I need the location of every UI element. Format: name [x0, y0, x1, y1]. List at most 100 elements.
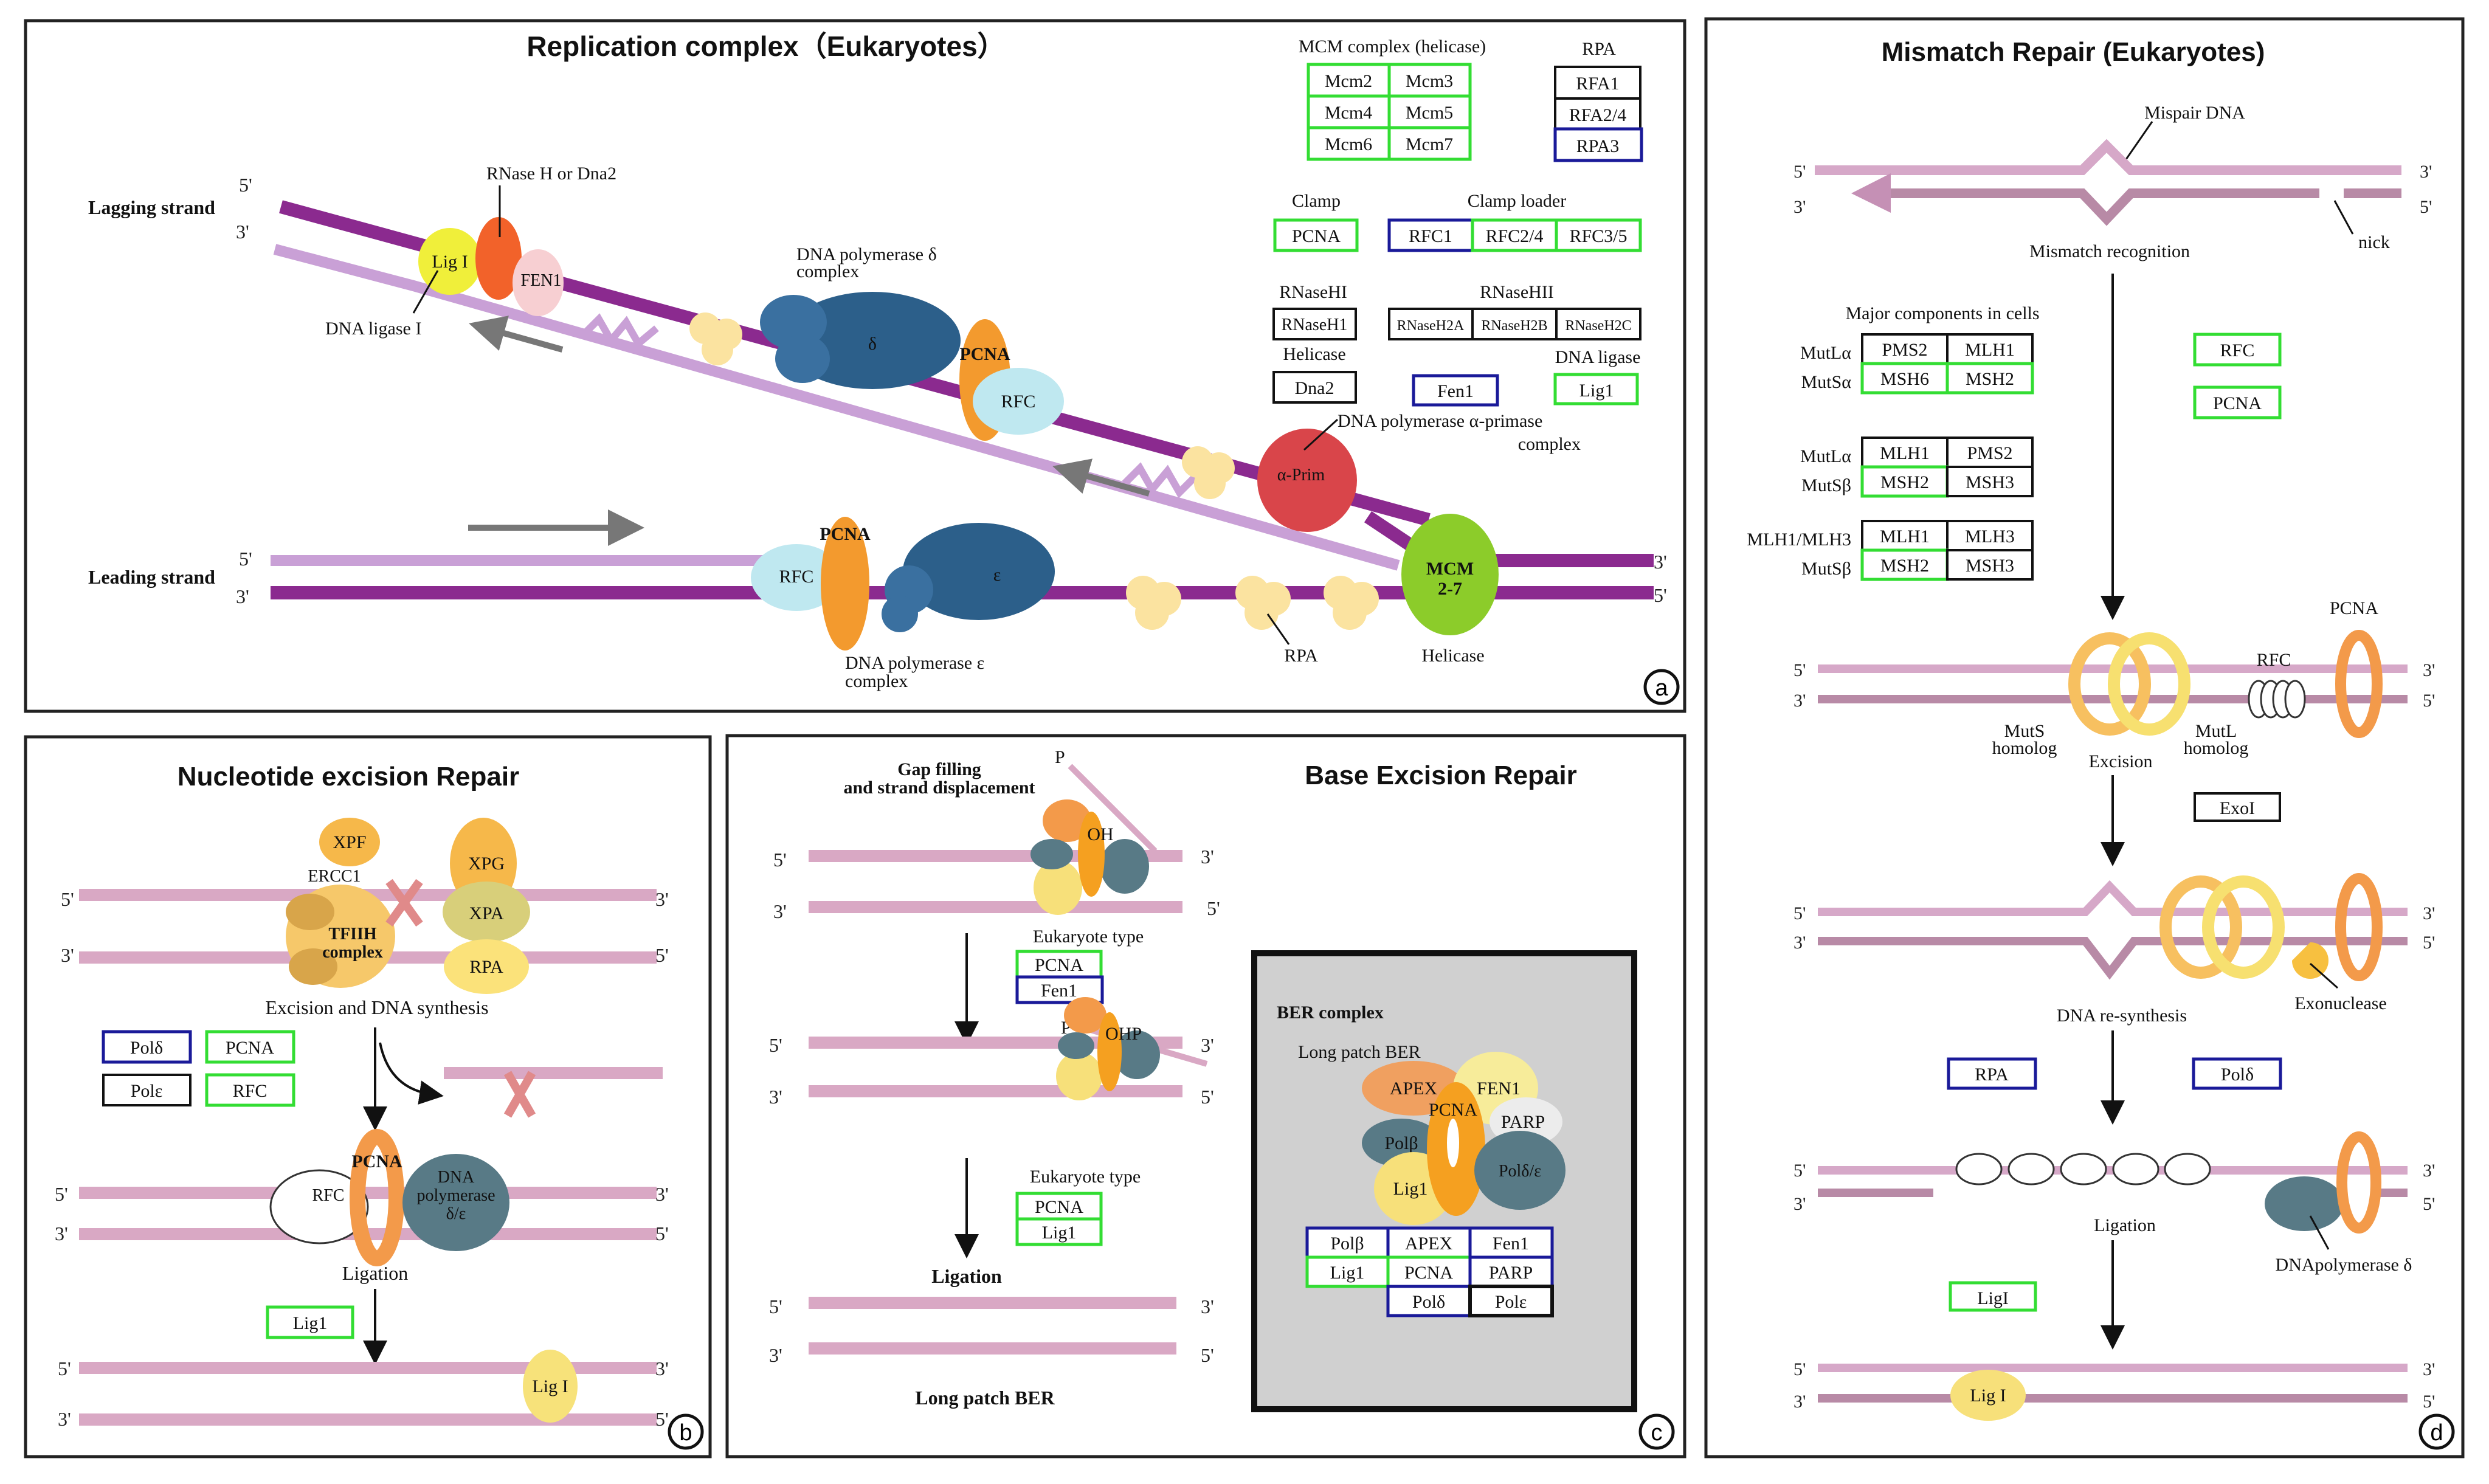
legend-cell: Mcm6 — [1325, 134, 1372, 154]
ber-table-cell: Lig1 — [1330, 1263, 1365, 1283]
rfc-protein — [2248, 680, 2306, 719]
protein-box — [2192, 1057, 2282, 1090]
pol-epsilon-protein — [903, 523, 1055, 620]
legend-title: Clamp — [1292, 191, 1341, 211]
protein-box — [102, 1030, 192, 1064]
pcna-ring — [2335, 630, 2383, 738]
pol-delta-epsilon-label: Polδ/ε — [1499, 1162, 1541, 1181]
rpa-cluster — [689, 312, 1235, 499]
parp-label: PARP — [1501, 1112, 1545, 1132]
panel-b-badge-label: b — [679, 1420, 692, 1446]
panel-d-title: Mismatch Repair (Eukaryotes) — [1882, 37, 2265, 67]
pol-delta-epsilon-protein — [1474, 1131, 1566, 1210]
step-label: Excision — [2089, 751, 2153, 771]
legend-cell: RFA1 — [1576, 74, 1619, 94]
mcm-helicase-protein — [1401, 514, 1499, 635]
rfc-label: RFC — [779, 567, 814, 587]
muts-homolog-ring — [2159, 875, 2242, 979]
protein-box-label: PCNA — [226, 1038, 274, 1058]
legend-title: RPA — [1582, 39, 1616, 59]
pol-delta-label: DNA polymerase δ — [796, 244, 937, 264]
displaced-flap — [1068, 764, 1158, 854]
protein-box — [205, 1073, 295, 1107]
end-label: 5' — [239, 548, 252, 570]
lig-i-label: Lig I — [532, 1376, 568, 1396]
pcna-ring — [821, 517, 869, 651]
mutl-label: MutL — [2195, 721, 2237, 741]
pol-label: δ/ε — [446, 1204, 466, 1223]
protein-box — [1015, 1217, 1103, 1246]
rna-primer-zigzag — [1122, 462, 1198, 499]
pol-delta-subunit — [775, 334, 830, 383]
rpa-label: RPA — [469, 957, 503, 977]
lig1-label: Lig1 — [1393, 1179, 1428, 1199]
muts-label: MutS — [2004, 721, 2045, 741]
complex-label: MutSβ — [1801, 475, 1851, 495]
end-label: 3' — [1201, 1296, 1214, 1317]
end-label: 5' — [239, 174, 252, 196]
apex-label: APEX — [1390, 1078, 1438, 1099]
protein-box — [1947, 1057, 2037, 1090]
lig-i-protein — [523, 1350, 578, 1423]
exonuclease-label: Exonuclease — [2294, 993, 2387, 1013]
pol-epsilon-label: complex — [845, 671, 908, 691]
ber-title: BER complex — [1277, 1003, 1384, 1023]
rpa-protein — [444, 939, 529, 994]
apex-protein — [1043, 799, 1091, 842]
end-label: 5' — [58, 1358, 71, 1379]
tfiih-label: complex — [322, 943, 383, 962]
legend-cell: RPA3 — [1576, 136, 1620, 156]
panel-c-title: Base Excision Repair — [1305, 761, 1577, 790]
end-label: 3' — [1201, 1034, 1214, 1056]
end-label: 5' — [1201, 1086, 1214, 1108]
complex-label: MutLα — [1800, 446, 1851, 466]
end-label: 5' — [773, 849, 787, 871]
protein-box-label: Lig1 — [293, 1313, 328, 1333]
end-label: 3' — [2423, 660, 2435, 680]
mispair-label: Mispair DNA — [2144, 103, 2245, 123]
rfc-label: RFC — [1001, 392, 1036, 412]
end-label: 5' — [1201, 1344, 1214, 1366]
end-label: 5' — [655, 1223, 669, 1244]
legend-title: Helicase — [1283, 344, 1345, 364]
end-label: 5' — [1793, 1359, 1806, 1379]
ber-subtitle: Long patch BER — [1298, 1042, 1421, 1062]
polb-protein — [1058, 1032, 1094, 1059]
ber-table-cell: Polε — [1495, 1292, 1527, 1312]
leader-line — [2310, 962, 2338, 989]
protein-box — [2194, 792, 2281, 822]
legend-cell: RFA2/4 — [1569, 105, 1626, 125]
step-label: Mismatch recognition — [2029, 241, 2190, 261]
xpa-label: XPA — [469, 903, 504, 923]
legend-cell: Mcm3 — [1406, 71, 1453, 91]
xpg-label: XPG — [468, 854, 505, 874]
panel-c-badge — [1638, 1413, 1675, 1450]
legend-cell: RNaseH2A — [1397, 318, 1465, 334]
leader-line — [2124, 121, 2153, 162]
end-label: 3' — [1793, 197, 1806, 217]
end-label: 3' — [1201, 846, 1214, 868]
end-label: 3' — [236, 221, 249, 243]
panel-a-legend: MCM complex (helicase) Mcm2 Mcm3 Mcm4 Mc… — [1272, 36, 1643, 407]
lig1-protein — [1034, 860, 1082, 915]
rfc-protein — [973, 368, 1064, 435]
legend-cell: RNaseH2B — [1481, 318, 1547, 334]
end-label: 5' — [769, 1296, 782, 1317]
panel-a-badge-label: a — [1655, 675, 1668, 701]
protein-box-label: Polδ — [2221, 1065, 2254, 1085]
pcna-ring — [1078, 812, 1105, 897]
xpf-protein — [319, 818, 380, 866]
panel-d-badge — [2418, 1413, 2455, 1450]
fen1-label: FEN1 — [1477, 1078, 1521, 1099]
end-label: 5' — [1793, 903, 1806, 923]
dna-polymerase-delta-protein — [2265, 1176, 2344, 1231]
xpf-label: XPF — [333, 832, 366, 852]
end-label: 3' — [655, 888, 669, 910]
tfiih-subunit — [289, 948, 337, 985]
legend-title: RNaseHI — [1279, 282, 1347, 302]
legend-cell: RFC2/4 — [1485, 226, 1543, 246]
end-label: 3' — [61, 944, 74, 966]
step-label: Excision and DNA synthesis — [265, 996, 488, 1018]
end-label: 3' — [1793, 1392, 1806, 1412]
